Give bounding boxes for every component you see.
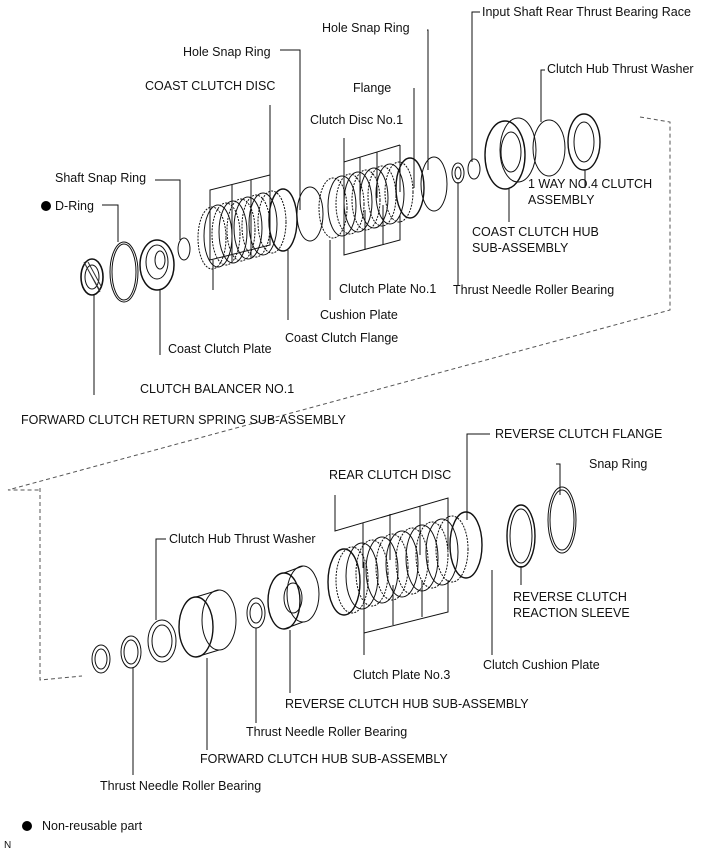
d-ring-part xyxy=(109,241,139,303)
rear-clutch-pack xyxy=(327,511,483,616)
forward-clutch-return-spring-part xyxy=(80,258,104,296)
reverse-clutch-reaction-sleeve-part xyxy=(506,504,536,568)
label-cushion-plate: Cushion Plate xyxy=(320,308,398,322)
label-shaft-snap-ring: Shaft Snap Ring xyxy=(55,171,147,185)
label-hole-snap-ring-left: Hole Snap Ring xyxy=(183,45,271,59)
section-boundary xyxy=(7,116,671,491)
label-reverse-clutch-hub: REVERSE CLUTCH HUB SUB-ASSEMBLY xyxy=(285,697,529,711)
label-snap-ring: Snap Ring xyxy=(589,457,648,471)
label-reverse-clutch-reaction-sleeve-line2: REACTION SLEEVE xyxy=(513,606,630,620)
label-reverse-clutch-reaction-sleeve-line1: REVERSE CLUTCH xyxy=(513,590,627,604)
label-reverse-clutch-flange: REVERSE CLUTCH FLANGE xyxy=(495,427,663,441)
thrust-needle-roller-bearing-bottom-left-part xyxy=(91,644,111,674)
label-clutch-plate-no3: Clutch Plate No.3 xyxy=(353,668,451,682)
label-coast-clutch-plate: Coast Clutch Plate xyxy=(168,342,272,356)
label-thrust-needle-roller-bearing-bottom: Thrust Needle Roller Bearing xyxy=(100,779,262,793)
label-hole-snap-ring-right: Hole Snap Ring xyxy=(322,21,410,35)
legend: Non-reusable part xyxy=(22,819,142,833)
clutch-balancer-part xyxy=(139,239,175,291)
label-input-shaft-rear-thrust-bearing-race: Input Shaft Rear Thrust Bearing Race xyxy=(482,5,691,19)
label-coast-clutch-hub-line1: COAST CLUTCH HUB xyxy=(472,225,599,239)
non-reusable-dot-icon xyxy=(22,821,32,831)
label-coast-clutch-flange: Coast Clutch Flange xyxy=(285,331,399,345)
reverse-clutch-hub-part xyxy=(267,565,320,630)
d-ring-text: D-Ring xyxy=(55,199,94,213)
thrust-needle-roller-bearing-bottom-part xyxy=(120,635,142,669)
label-one-way-no4-clutch-line1: 1 WAY NO.4 CLUTCH xyxy=(528,177,653,191)
label-coast-clutch-hub-line2: SUB-ASSEMBLY xyxy=(472,241,569,255)
one-way-clutch-part xyxy=(567,113,601,171)
non-reusable-dot-icon xyxy=(41,201,51,211)
label-forward-clutch-return-spring: FORWARD CLUTCH RETURN SPRING SUB-ASSEMBL… xyxy=(21,413,346,427)
label-flange: Flange xyxy=(353,81,392,95)
clutch-hub-thrust-washer-bottom-part xyxy=(147,619,177,663)
label-clutch-hub-thrust-washer-bottom: Clutch Hub Thrust Washer xyxy=(169,532,316,546)
clutch-hub-thrust-washer-top-part xyxy=(532,119,566,177)
forward-clutch-hub-part xyxy=(178,589,237,658)
hole-snap-ring-left-part xyxy=(296,186,324,242)
label-rear-clutch-disc: REAR CLUTCH DISC xyxy=(329,468,452,482)
label-thrust-needle-roller-bearing-top: Thrust Needle Roller Bearing xyxy=(453,283,615,297)
label-coast-clutch-disc: COAST CLUTCH DISC xyxy=(145,79,276,93)
clutch-no1-pack xyxy=(318,157,425,239)
label-thrust-needle-roller-bearing-mid: Thrust Needle Roller Bearing xyxy=(246,725,408,739)
label-clutch-disc-no1: Clutch Disc No.1 xyxy=(310,113,404,127)
shaft-snap-ring-part xyxy=(177,237,191,261)
thrust-needle-roller-bearing-top-part xyxy=(451,162,465,184)
label-clutch-plate-no1: Clutch Plate No.1 xyxy=(339,282,437,296)
label-clutch-hub-thrust-washer-top: Clutch Hub Thrust Washer xyxy=(547,62,694,76)
input-shaft-race-part xyxy=(467,158,481,180)
coast-clutch-hub-part xyxy=(484,117,537,190)
label-forward-clutch-hub: FORWARD CLUTCH HUB SUB-ASSEMBLY xyxy=(200,752,448,766)
label-d-ring: D-Ring xyxy=(41,199,94,214)
coast-clutch-pack xyxy=(197,188,298,270)
section-boundary-lower xyxy=(39,488,83,681)
hole-snap-ring-right-part xyxy=(420,156,448,212)
legend-non-reusable-text: Non-reusable part xyxy=(42,819,143,833)
figure-code: N xyxy=(4,840,12,851)
snap-ring-part xyxy=(547,486,577,554)
label-clutch-balancer-no1: CLUTCH BALANCER NO.1 xyxy=(140,382,295,396)
label-clutch-cushion-plate: Clutch Cushion Plate xyxy=(483,658,600,672)
label-one-way-no4-clutch-line2: ASSEMBLY xyxy=(528,193,595,207)
